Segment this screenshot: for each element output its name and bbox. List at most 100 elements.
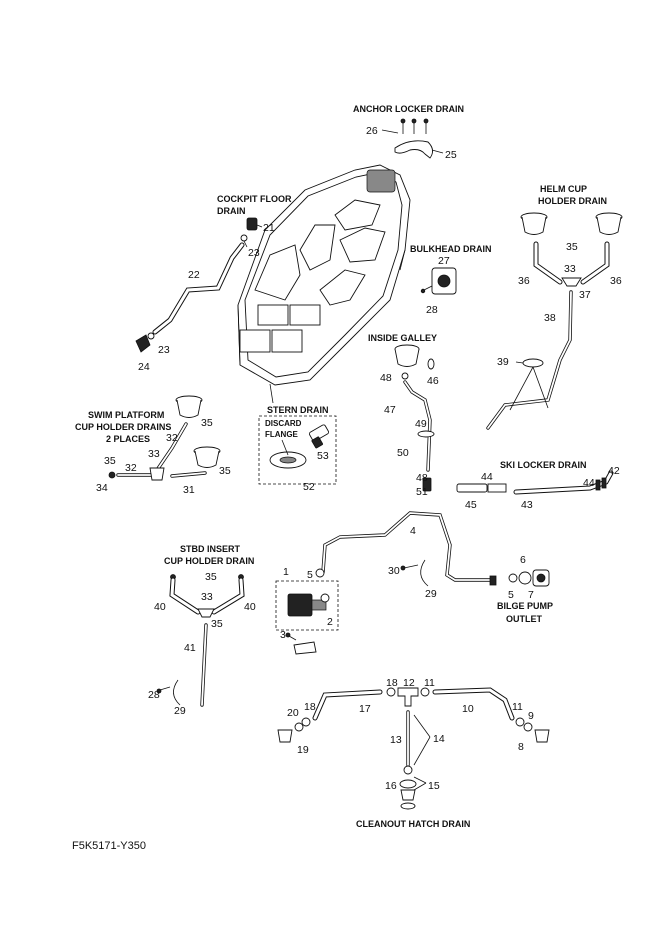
anchor-locker-drain-title: ANCHOR LOCKER DRAIN — [353, 104, 464, 114]
callout-23-upper: 23 — [248, 247, 260, 259]
cockpit-floor-drain-title-2: DRAIN — [217, 206, 246, 216]
callout-45: 45 — [465, 499, 477, 511]
callout-2: 2 — [327, 616, 333, 628]
bulkhead-drain-fitting — [420, 267, 457, 295]
callout-11-right: 11 — [512, 701, 523, 713]
bilge-pump-outlet-fitting — [508, 569, 550, 587]
callout-30: 30 — [388, 565, 400, 577]
callout-44-left: 44 — [481, 471, 493, 483]
callout-16: 16 — [385, 780, 397, 792]
callout-41: 41 — [184, 642, 196, 654]
callout-26: 26 — [366, 125, 378, 137]
callout-36-left: 36 — [518, 275, 530, 287]
bilge-pump-hose — [321, 511, 497, 586]
callout-10: 10 — [462, 703, 474, 715]
callout-5-pump: 5 — [307, 569, 313, 581]
callout-32-swim-lower: 32 — [125, 462, 137, 474]
callout-52: 52 — [303, 481, 315, 493]
bilge-pump-assembly — [285, 568, 330, 655]
helm-cup-holder-drain-title-2: HOLDER DRAIN — [538, 196, 607, 206]
callout-44-right: 44 — [583, 477, 595, 489]
callout-47: 47 — [384, 404, 396, 416]
cockpit-floor-drain-title-1: COCKPIT FLOOR — [217, 194, 292, 204]
figure-code: F5K5171-Y350 — [72, 840, 146, 852]
callout-35-swim-right: 35 — [219, 465, 231, 477]
callout-48-upper: 48 — [380, 372, 392, 384]
stbd-insert-drain-hoses — [169, 574, 245, 707]
callout-15: 15 — [428, 780, 440, 792]
callout-22: 22 — [188, 269, 200, 281]
bilge-pump-outlet-title-2: OUTLET — [506, 614, 542, 624]
callout-35-stbd-upper: 35 — [205, 571, 217, 583]
helm-cup-holder-drain-title-1: HELM CUP — [540, 184, 587, 194]
ski-locker-drain-title: SKI LOCKER DRAIN — [500, 460, 587, 470]
callout-4: 4 — [410, 525, 416, 537]
callout-11-center: 11 — [424, 677, 435, 689]
boat-hull-drawing — [237, 164, 411, 386]
hose-clamp-28-29 — [156, 679, 181, 706]
callout-35-swim-left: 35 — [104, 455, 116, 467]
hose-clamp-30 — [400, 559, 429, 587]
helm-cup-holders — [486, 212, 623, 430]
cleanout-hatch-drain-title: CLEANOUT HATCH DRAIN — [356, 819, 470, 829]
stbd-insert-title-2: CUP HOLDER DRAIN — [164, 556, 254, 566]
callout-35-helm: 35 — [566, 241, 578, 253]
callout-20: 20 — [287, 707, 299, 719]
callout-9: 9 — [528, 710, 534, 722]
callout-39: 39 — [497, 356, 509, 368]
callout-31: 31 — [183, 484, 195, 496]
callout-46: 46 — [427, 375, 439, 387]
callout-51: 51 — [416, 486, 428, 498]
callout-23-lower: 23 — [158, 344, 170, 356]
ski-locker-drain-parts — [456, 470, 614, 495]
callout-43: 43 — [521, 499, 533, 511]
swim-platform-cup-holders — [108, 395, 221, 481]
callout-38: 38 — [544, 312, 556, 324]
callout-29-upper: 29 — [425, 588, 437, 600]
callout-7: 7 — [528, 589, 534, 601]
callout-48-lower: 48 — [416, 472, 428, 484]
callout-18-center: 18 — [386, 677, 398, 689]
callout-27: 27 — [438, 255, 450, 267]
stern-drain-title: STERN DRAIN — [267, 405, 329, 415]
callout-40-right: 40 — [244, 601, 256, 613]
callout-40-left: 40 — [154, 601, 166, 613]
stern-drain-parts — [269, 424, 330, 469]
bilge-pump-box — [275, 580, 339, 631]
callout-6: 6 — [520, 554, 526, 566]
callout-33-helm: 33 — [564, 263, 576, 275]
callout-35-stbd-lower: 35 — [211, 618, 223, 630]
callout-14: 14 — [433, 733, 445, 745]
callout-3: 3 — [280, 629, 286, 641]
callout-32-swim-upper: 32 — [166, 432, 178, 444]
swim-platform-title-1: SWIM PLATFORM — [88, 410, 164, 420]
cleanout-hatch-left-fittings — [277, 717, 311, 743]
callout-50: 50 — [397, 447, 409, 459]
callout-29-lower: 29 — [174, 705, 186, 717]
callout-28-lower: 28 — [148, 689, 160, 701]
cleanout-hatch-drain-hoses — [312, 687, 515, 810]
inside-galley-parts — [394, 344, 435, 492]
bilge-pump-outlet-title-1: BILGE PUMP — [497, 601, 553, 611]
callout-42: 42 — [608, 465, 620, 477]
callout-33-stbd: 33 — [201, 591, 213, 603]
callout-12: 12 — [403, 677, 415, 689]
callout-24: 24 — [138, 361, 150, 373]
stbd-insert-title-1: STBD INSERT — [180, 544, 241, 554]
discard-label-1: DISCARD — [265, 419, 302, 428]
discard-label-2: FLANGE — [265, 430, 299, 439]
swim-platform-title-2: CUP HOLDER DRAINS — [75, 422, 171, 432]
cockpit-floor-drain-hose — [135, 217, 263, 353]
callout-36-right: 36 — [610, 275, 622, 287]
callout-19: 19 — [297, 744, 309, 756]
callout-18-left: 18 — [304, 701, 316, 713]
callout-49: 49 — [415, 418, 427, 430]
cleanout-hatch-right-fittings — [515, 717, 550, 743]
swim-platform-title-3: 2 PLACES — [106, 434, 150, 444]
callout-37: 37 — [579, 289, 591, 301]
callout-25: 25 — [445, 149, 457, 161]
callout-5-outlet: 5 — [508, 589, 514, 601]
callout-35-swim-upper: 35 — [201, 417, 213, 429]
callout-34: 34 — [96, 482, 108, 494]
